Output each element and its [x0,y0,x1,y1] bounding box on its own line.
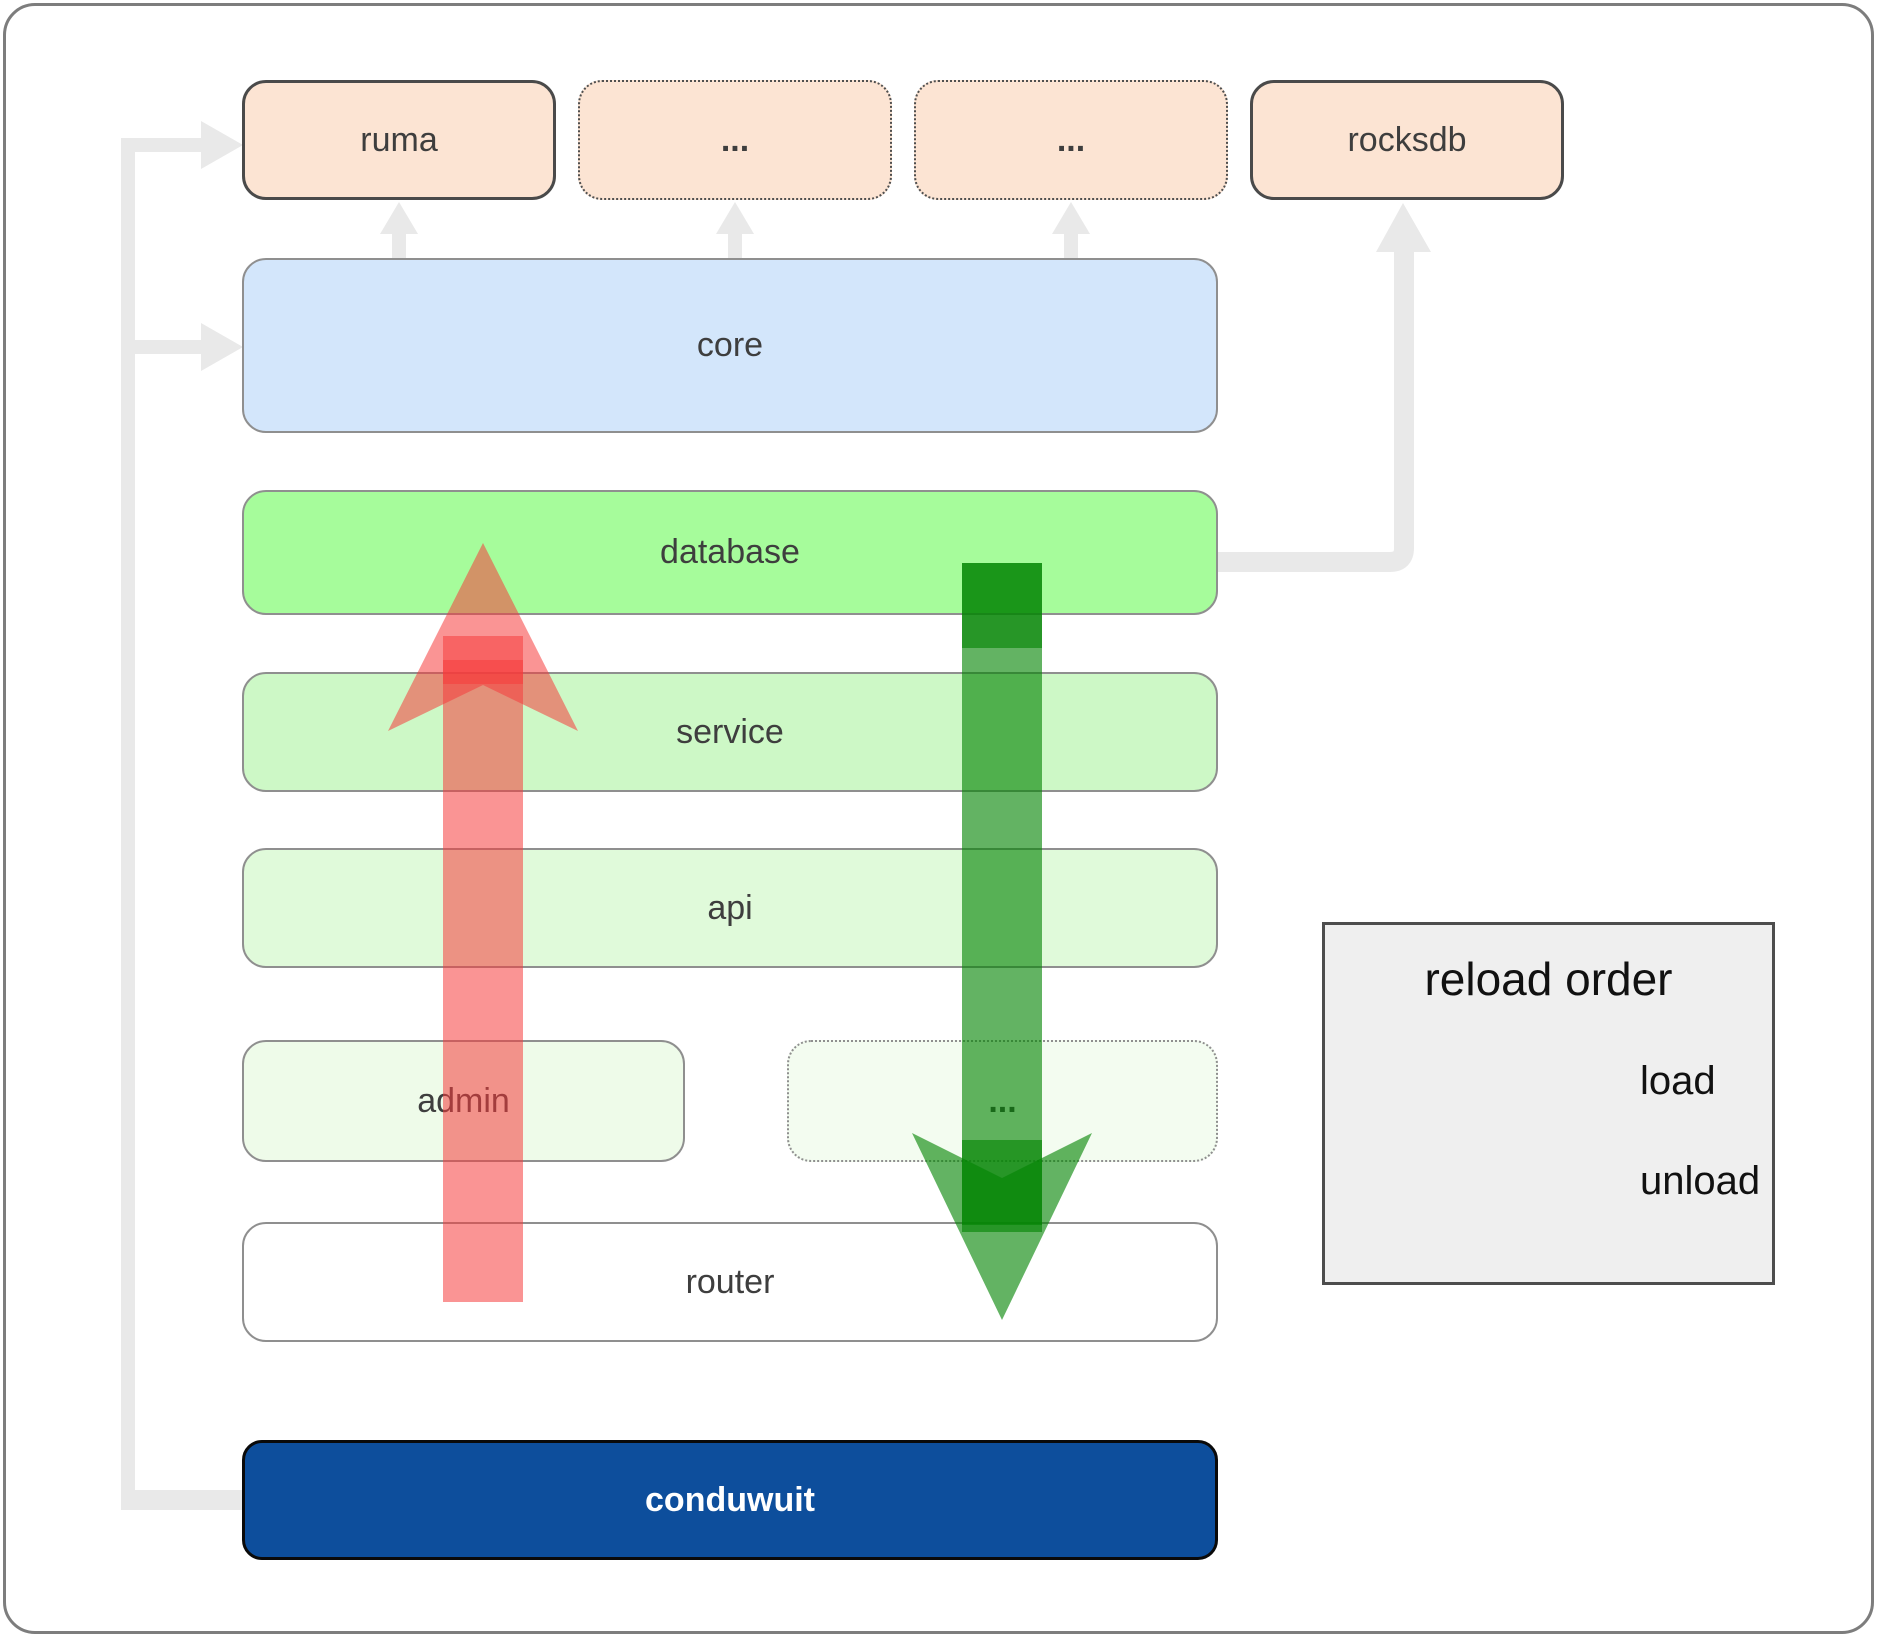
database-to-rocksdb-arrowhead-icon [1376,203,1431,252]
unload-arrow-overlap [443,636,523,684]
core-to-dots1-arrowhead-icon [716,202,754,234]
node-rocksdb-label: rocksdb [1347,120,1467,159]
core-to-dots2-shaft [1064,230,1078,260]
load-arrow-icon [912,563,1092,1320]
node-ellipsis-2-label: ... [1056,120,1086,159]
unload-arrow-icon [388,543,578,1302]
node-core: core [242,258,1218,433]
legend-title: reload order [1424,953,1673,1005]
node-conduwuit: conduwuit [242,1440,1218,1560]
node-ellipsis-1-label: ... [720,120,750,159]
feedback-branch-core-shaft [135,340,205,354]
feedback-branch-ruma-arrowhead-icon [201,121,243,169]
database-to-rocksdb-elbow [1218,248,1414,572]
unload-arrow-shaft [443,660,523,1302]
feedback-branch-ruma-shaft [135,138,205,152]
load-arrow-head [912,1133,1092,1320]
feedback-branch-core-arrowhead-icon [201,323,243,371]
node-conduwuit-label: conduwuit [645,1480,815,1519]
load-arrow-overlap-bottom [962,1140,1042,1225]
core-to-dots1-shaft [728,230,742,260]
node-database: database [242,490,1218,615]
node-ellipsis-2: ... [914,80,1228,200]
node-router-label: router [685,1262,775,1301]
feedback-line-bottom-segment [121,1490,242,1510]
node-core-label: core [696,326,764,364]
core-to-ruma-arrowhead-icon [380,202,418,234]
node-rocksdb: rocksdb [1250,80,1564,200]
load-arrow-overlap-top [962,563,1042,648]
outer-border [3,3,1874,1634]
node-database-label: database [660,533,800,571]
node-api-label: api [707,888,753,927]
node-service-label: service [676,712,784,751]
node-service: service [242,672,1218,792]
load-arrow-shaft [962,563,1042,1232]
node-ruma-label: ruma [360,120,438,159]
gray-connectors [121,121,1431,1510]
legend-unload-label: unload [1640,1159,1761,1203]
node-api: api [242,848,1218,968]
legend-box [1322,922,1775,1285]
node-ruma: ruma [242,80,556,200]
node-ellipsis-1: ... [578,80,892,200]
feedback-line-vertical-segment [121,138,135,1510]
core-to-dots2-arrowhead-icon [1052,202,1090,234]
node-router: router [242,1222,1218,1342]
core-to-ruma-shaft [392,230,406,260]
legend-load-label: load [1640,1059,1716,1103]
